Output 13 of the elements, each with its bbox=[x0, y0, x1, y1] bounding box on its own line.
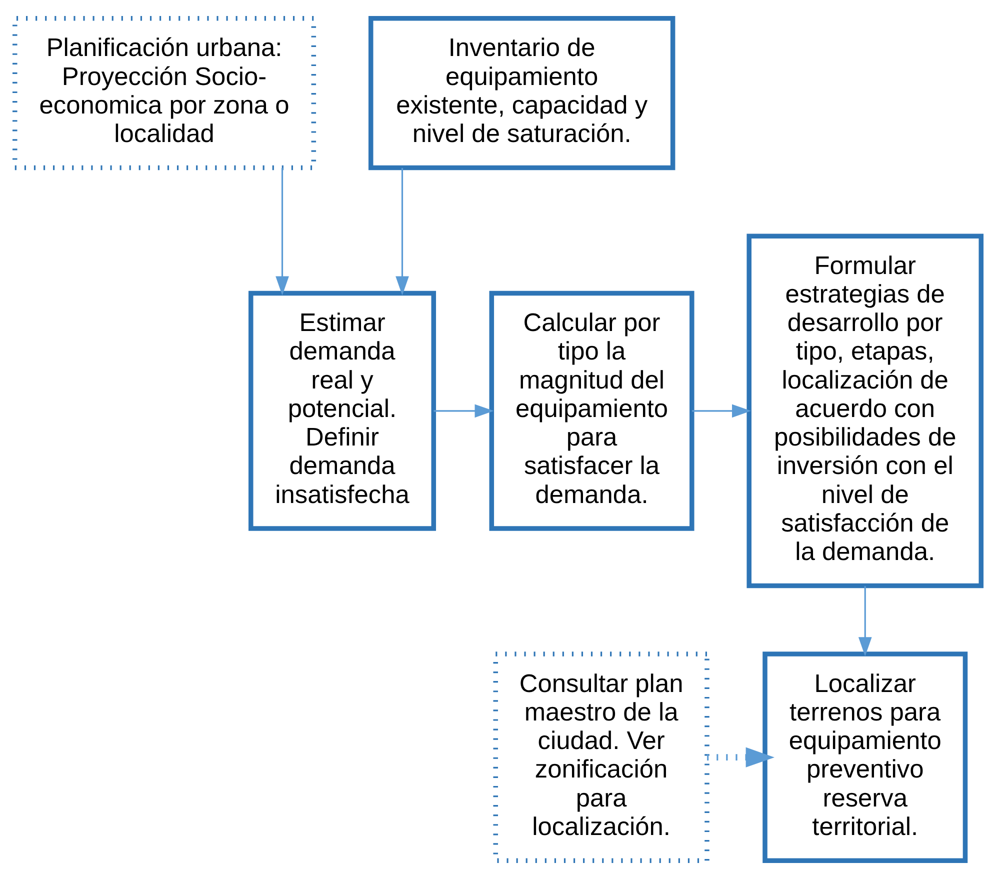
arrow bbox=[692, 404, 752, 418]
arrow bbox=[396, 168, 409, 296]
node-box: Estimar demanda real y potencial. Definir demanda insatisfecha bbox=[248, 290, 436, 531]
node-box: Calcular por tipo la magnitud del equipamiento para satisfacer la demanda. bbox=[489, 290, 694, 531]
node-box: Localizar terrenos para equipamiento preventivo reserva territorial. bbox=[762, 652, 968, 864]
node-box: Consultar plan maestro de la ciudad. Ver zonificación para localización. bbox=[493, 652, 710, 864]
arrow bbox=[276, 168, 289, 296]
node-box: Inventario de equipamiento existente, capacidad y nivel de saturación. bbox=[368, 16, 676, 170]
node-box: Formular estrategias de desarrollo por tipo, etapas, localización de acuerdo con posibilidades de inversión con el nivel de satisfacción de la demanda. bbox=[746, 234, 984, 588]
node-box: Planificación urbana: Proyección Socio-economica por zona o localidad bbox=[12, 16, 316, 170]
arrow bbox=[858, 586, 872, 656]
arrow bbox=[434, 404, 494, 418]
arrow bbox=[707, 747, 774, 768]
